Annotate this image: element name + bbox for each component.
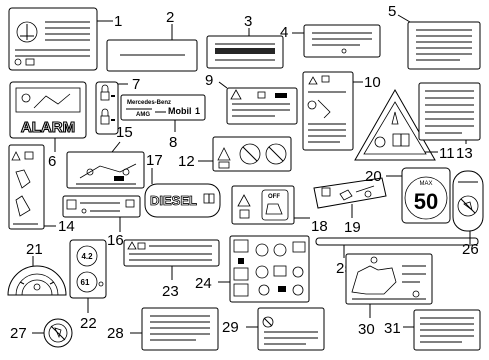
callout-9: 9 <box>205 72 213 89</box>
part-31-label <box>413 309 481 351</box>
callout-20: 20 <box>365 168 382 185</box>
diesel-text: DIESEL <box>150 193 197 208</box>
mobil-one-text: 1 <box>195 106 200 116</box>
part-10-label <box>302 71 354 151</box>
callout-30: 30 <box>358 321 375 338</box>
mercedes-benz-text: Mercedes-Benz <box>127 100 171 106</box>
part-2-label <box>106 39 198 72</box>
part-9-label <box>226 87 298 125</box>
mobil-text: Mobil <box>168 106 192 116</box>
callout-13: 13 <box>456 145 473 162</box>
part-21-gauge-label <box>7 265 67 296</box>
part-14-seat-label <box>8 144 45 230</box>
callout-19: 19 <box>344 219 361 236</box>
callout-4: 4 <box>280 24 288 41</box>
callout-28: 28 <box>107 325 124 342</box>
callout-29: 29 <box>222 319 239 336</box>
callout-16: 16 <box>107 232 124 249</box>
pressure-rear-text: 61 <box>81 278 90 287</box>
callout-17: 17 <box>146 152 163 169</box>
callout-24: 24 <box>195 275 212 292</box>
callout-6: 6 <box>48 153 56 170</box>
part-12-pictogram-label <box>212 136 292 172</box>
alarm-text: ALARM <box>21 119 75 136</box>
part-6-alarm-label: ALARM <box>9 81 87 139</box>
callout-22: 22 <box>80 315 97 332</box>
part-13-label <box>418 82 481 141</box>
callout-14: 14 <box>58 218 75 235</box>
part-22-tire-pressure-label: 4.2 61 <box>69 239 107 299</box>
callout-26: 26 <box>462 241 479 258</box>
speed-50-text: 50 <box>414 189 438 214</box>
part-20-max-speed-tag: MAX 50 <box>401 167 451 224</box>
part-7-lock-label <box>95 81 119 135</box>
callout-5: 5 <box>388 3 396 20</box>
part-19-key-label <box>313 177 387 209</box>
off-text: OFF <box>268 194 280 200</box>
part-26-prohibition-badge <box>452 170 484 232</box>
callout-23: 23 <box>162 283 179 300</box>
part-23-label <box>123 239 220 267</box>
part-29-label <box>257 307 325 351</box>
part-3-barcode-label <box>206 35 284 69</box>
part-24-pictogram-panel <box>229 235 310 303</box>
callout-1: 1 <box>114 13 122 30</box>
part-1-label <box>8 7 98 71</box>
callout-8: 8 <box>169 134 177 151</box>
part-27-round-label <box>43 318 73 348</box>
part-4-label <box>303 24 381 58</box>
callout-7: 7 <box>132 76 140 93</box>
max-text: MAX <box>419 181 432 187</box>
part-30-child-seat-label <box>345 253 433 305</box>
part-8-oil-badge: Mercedes-Benz AMG Mobil 1 <box>120 94 206 121</box>
part-25-strip-label <box>315 237 479 246</box>
callout-3: 3 <box>244 13 252 30</box>
part-18-airbag-label: OFF <box>231 185 295 225</box>
callout-18: 18 <box>311 218 328 235</box>
part-15-jack-label <box>66 151 145 189</box>
callout-15: 15 <box>116 124 133 141</box>
callout-31: 31 <box>384 320 401 337</box>
callout-21: 21 <box>26 241 43 258</box>
callout-10: 10 <box>364 74 381 91</box>
part-11-warning-triangle <box>354 88 436 161</box>
part-16-label <box>62 195 141 218</box>
callout-11: 11 <box>439 145 455 162</box>
part-5-label <box>407 21 481 70</box>
pressure-front-text: 4.2 <box>81 252 93 261</box>
amg-text: AMG <box>136 112 150 118</box>
part-17-diesel-label: DIESEL <box>144 183 221 218</box>
callout-27: 27 <box>10 325 27 342</box>
part-28-label <box>141 307 219 351</box>
callout-12: 12 <box>178 153 195 170</box>
callout-2: 2 <box>166 9 174 26</box>
